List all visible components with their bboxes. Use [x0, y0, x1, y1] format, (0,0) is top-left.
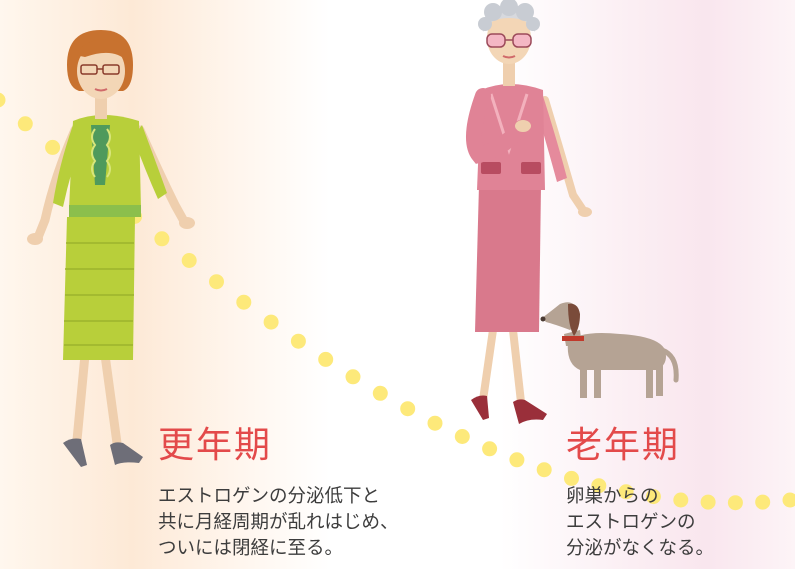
- dot: [181, 253, 197, 268]
- dot: [591, 478, 607, 494]
- dot: [482, 441, 498, 457]
- dot: [618, 484, 634, 500]
- dot: [0, 92, 6, 108]
- stage-title-menopause: 更年期: [158, 425, 273, 466]
- dot: [700, 494, 716, 510]
- dot: [263, 314, 279, 330]
- dot: [345, 369, 361, 385]
- dot: [318, 351, 334, 367]
- menopause-background: [0, 0, 330, 569]
- dot: [755, 494, 771, 510]
- dot: [564, 470, 579, 486]
- dot: [45, 139, 61, 155]
- dot: [427, 415, 443, 431]
- dot: [209, 274, 224, 290]
- stage-description-old-age: 卵巣からの エストロゲンの 分泌がなくなる。: [566, 486, 715, 559]
- dot: [454, 429, 470, 444]
- dot: [536, 462, 552, 478]
- dot: [154, 231, 170, 247]
- stage-description-menopause: エストロゲンの分泌低下と 共に月経周期が乱れはじめ、 ついには閉経に至る。: [158, 486, 399, 559]
- dot: [290, 333, 306, 349]
- middle-aged-woman-illustration: [27, 30, 195, 467]
- dot: [509, 452, 525, 468]
- dot: [372, 385, 388, 401]
- dot: [782, 492, 795, 508]
- stage-title-old-age: 老年期: [566, 425, 681, 466]
- dot: [17, 116, 33, 132]
- dachshund-illustration: [540, 302, 679, 398]
- dot: [645, 489, 661, 505]
- elderly-woman-illustration: [465, 0, 592, 424]
- dot: [727, 495, 743, 511]
- dot: [236, 294, 252, 310]
- dot: [400, 401, 416, 417]
- dot: [673, 492, 689, 508]
